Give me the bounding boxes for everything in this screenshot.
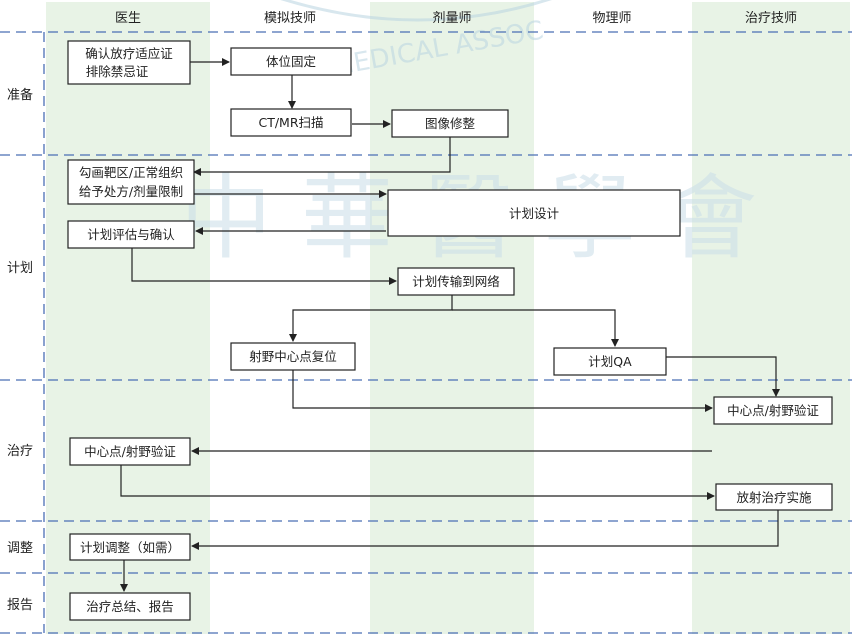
box-plan-qa bbox=[553, 347, 667, 376]
box-plan-design bbox=[387, 189, 681, 237]
box-verify-doctor bbox=[69, 437, 191, 466]
phase-label-treat: 治疗 bbox=[7, 444, 33, 459]
phase-label-adjust: 调整 bbox=[7, 541, 33, 556]
box-report bbox=[69, 592, 191, 621]
label-plan-evaluation: 计划评估与确认 bbox=[87, 227, 175, 242]
box-confirm-indication bbox=[67, 40, 191, 85]
label-confirm-indication-2: 排除禁忌证 bbox=[86, 64, 149, 79]
box-plan-adjust bbox=[69, 533, 191, 561]
lane-therapist bbox=[692, 2, 850, 634]
box-positioning bbox=[230, 47, 352, 76]
phase-label-plan: 计划 bbox=[7, 261, 33, 276]
column-header-dosimetrist: 剂量师 bbox=[432, 11, 471, 26]
label-delineate-2: 给予处方/剂量限制 bbox=[79, 184, 183, 199]
box-delineate bbox=[67, 159, 195, 205]
column-header-physicist: 物理师 bbox=[592, 11, 631, 26]
label-image-edit: 图像修整 bbox=[425, 116, 476, 131]
box-image-edit bbox=[391, 109, 509, 138]
label-delineate-1: 勾画靶区/正常组织 bbox=[79, 165, 183, 180]
label-verify-doctor: 中心点/射野验证 bbox=[84, 444, 176, 459]
phase-label-prep: 准备 bbox=[7, 87, 33, 103]
box-treatment bbox=[715, 483, 833, 511]
label-plan-adjust: 计划调整（如需） bbox=[80, 540, 180, 555]
box-ct-scan bbox=[230, 108, 352, 137]
phase-dividers bbox=[0, 31, 852, 634]
label-confirm-indication-1: 确认放疗适应证 bbox=[85, 46, 173, 61]
label-verify-therapist: 中心点/射野验证 bbox=[727, 403, 819, 418]
connectors bbox=[120, 58, 780, 592]
column-header-therapist: 治疗技师 bbox=[745, 11, 797, 26]
phase-label-report: 报告 bbox=[7, 598, 33, 613]
label-plan-qa: 计划QA bbox=[588, 354, 632, 369]
label-ct-scan: CT/MR扫描 bbox=[258, 115, 323, 130]
column-header-doctor: 医生 bbox=[115, 11, 141, 26]
box-center-reset bbox=[230, 342, 356, 371]
label-center-reset: 射野中心点复位 bbox=[249, 349, 337, 364]
column-header-sim-tech: 模拟技师 bbox=[264, 11, 316, 26]
box-plan-transfer bbox=[397, 267, 515, 296]
lane-doctor bbox=[46, 2, 210, 634]
label-plan-design: 计划设计 bbox=[509, 206, 559, 221]
box-verify-therapist bbox=[713, 396, 833, 425]
label-report: 治疗总结、报告 bbox=[86, 599, 174, 614]
label-positioning: 体位固定 bbox=[266, 54, 316, 69]
label-treatment: 放射治疗实施 bbox=[736, 490, 812, 505]
box-plan-evaluation bbox=[67, 220, 195, 249]
label-plan-transfer: 计划传输到网络 bbox=[412, 274, 500, 289]
lane-dosimetrist bbox=[370, 2, 534, 634]
